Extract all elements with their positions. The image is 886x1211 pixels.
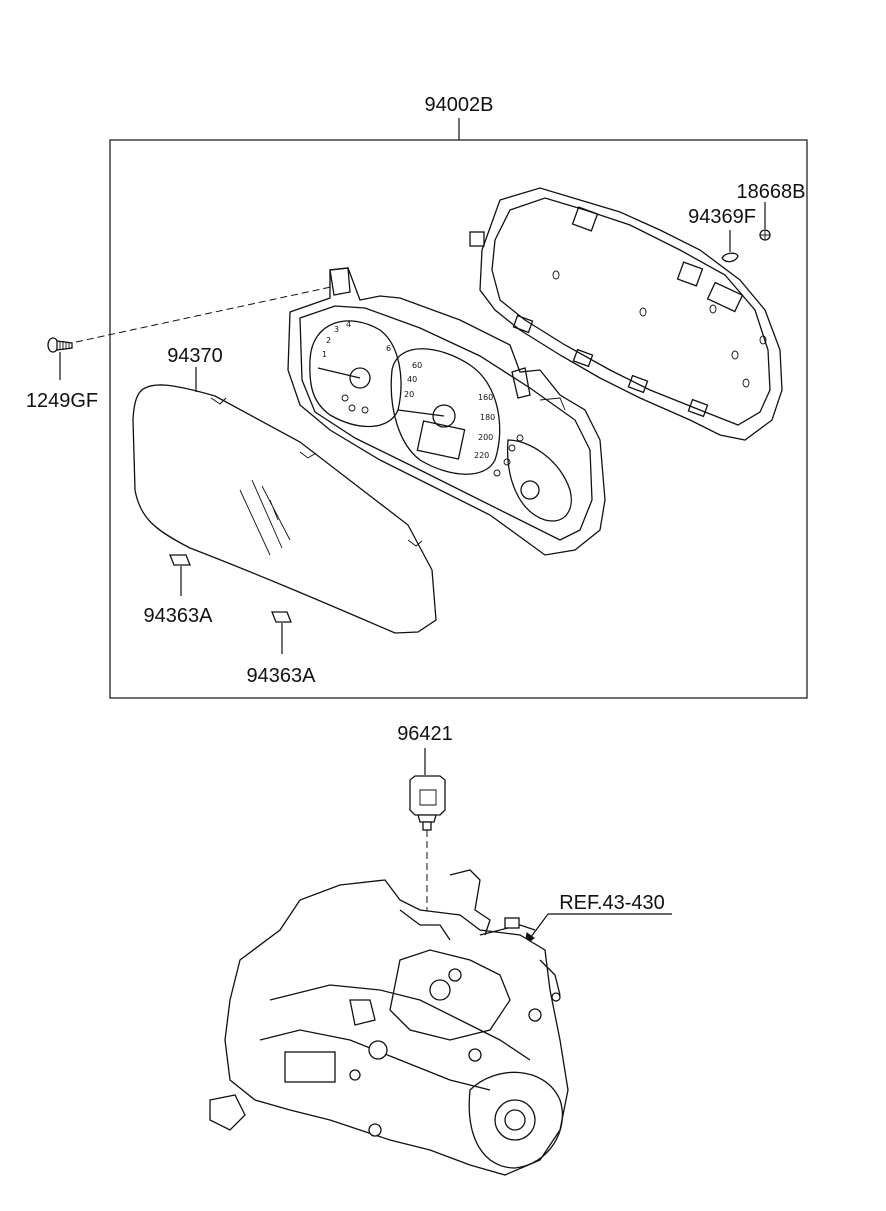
speedo-num-180: 180	[480, 413, 495, 422]
rear-case-part[interactable]	[469, 187, 783, 441]
speedo-num-20: 20	[404, 390, 414, 399]
speedo-num-220: 220	[474, 451, 489, 460]
screw-dashed-path	[75, 284, 341, 343]
speed-sensor-part[interactable]	[409, 775, 446, 831]
speedo-num-40: 40	[407, 375, 417, 384]
screw-part[interactable]	[47, 337, 73, 353]
tach-num-4: 4	[346, 320, 351, 329]
label-clip[interactable]: 18668B	[737, 181, 806, 203]
label-pad-b[interactable]: 94363A	[247, 665, 317, 687]
tach-num-2: 2	[326, 336, 331, 345]
label-bulb[interactable]: 94369F	[688, 206, 756, 228]
label-pad-a[interactable]: 94363A	[144, 605, 214, 627]
speedo-num-160: 160	[478, 393, 493, 402]
label-assembly[interactable]: 94002B	[425, 94, 494, 116]
label-screw[interactable]: 1249GF	[26, 390, 98, 412]
speedo-num-200: 200	[478, 433, 493, 442]
clip-part[interactable]	[759, 229, 771, 241]
speedo-num-60: 60	[412, 361, 422, 370]
window-glass-part[interactable]	[132, 384, 437, 634]
pad-b-part[interactable]	[271, 611, 292, 623]
tach-num-3: 3	[334, 325, 339, 334]
tach-num-1: 1	[322, 350, 327, 359]
label-window-glass[interactable]: 94370	[167, 345, 223, 367]
tach-num-6: 6	[386, 344, 391, 353]
bulb-part[interactable]	[721, 252, 739, 263]
cluster-housing-part[interactable]: 1 2 3 4 6 20 40 60 160 180 200 220	[287, 267, 606, 556]
pad-a-part[interactable]	[169, 554, 191, 566]
label-reference[interactable]: REF.43-430	[559, 892, 665, 914]
label-speed-sensor[interactable]: 96421	[397, 723, 453, 745]
transaxle-part[interactable]	[209, 869, 569, 1176]
